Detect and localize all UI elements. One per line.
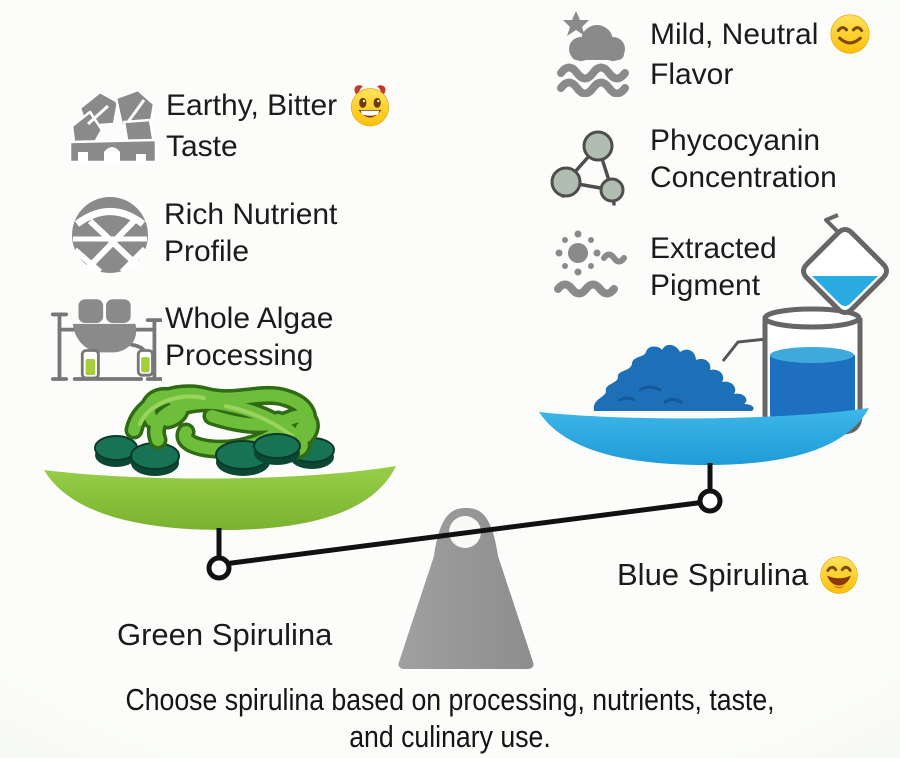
smiling-face-with-smiling-eyes-emoji bbox=[830, 14, 870, 54]
blue-spirulina-label-text: Blue Spirulina bbox=[617, 557, 809, 592]
feature-label-line1: Whole Algae bbox=[165, 302, 334, 335]
beaker-with-blue-liquid bbox=[762, 306, 863, 435]
feature-label-line2: Taste bbox=[166, 130, 238, 163]
caption-line1: Choose spirulina based on processing, nu… bbox=[125, 682, 775, 717]
blue-pan bbox=[539, 408, 869, 465]
feature-extracted-pigment: Extracted Pigment bbox=[552, 226, 777, 308]
feature-phycocyanin-concentration: Phycocyanin Concentration bbox=[550, 118, 837, 208]
green-spirulina-label: Green Spirulina bbox=[117, 617, 332, 653]
green-pan bbox=[44, 466, 396, 530]
feature-label-line1: Extracted bbox=[650, 232, 777, 265]
feature-label-line1: Earthy, Bitter bbox=[166, 88, 338, 122]
algae-processing-machine-icon bbox=[50, 292, 162, 390]
caption: Choose spirulina based on processing, nu… bbox=[63, 681, 837, 755]
tilted-beaker-icon bbox=[801, 213, 889, 315]
grinning-face-with-smiling-eyes-emoji bbox=[820, 556, 858, 594]
green-pan-pivot bbox=[206, 555, 232, 581]
feature-label-line1: Rich Nutrient bbox=[164, 198, 338, 231]
blue-pan-group bbox=[539, 306, 869, 514]
blue-spirulina-label: Blue Spirulina bbox=[617, 554, 860, 596]
blue-pan-pivot bbox=[697, 488, 723, 514]
beaker-leader-line bbox=[721, 337, 767, 362]
molecule-icon bbox=[550, 118, 640, 208]
green-spirulina-label-text: Green Spirulina bbox=[117, 617, 333, 652]
feature-whole-algae-processing: Whole Algae Processing bbox=[50, 292, 333, 390]
feature-label-line2: Pigment bbox=[650, 269, 761, 302]
feature-label-line2: Flavor bbox=[650, 58, 734, 91]
caption-line2: and culinary use. bbox=[349, 719, 551, 754]
rock-pile-icon bbox=[64, 80, 160, 168]
green-pan-group bbox=[44, 384, 396, 581]
feature-label-line2: Profile bbox=[164, 235, 250, 268]
powder-texture bbox=[618, 385, 683, 404]
blue-spirulina-powder bbox=[593, 344, 754, 411]
cloud-star-waves-icon bbox=[552, 8, 640, 98]
nutrient-sphere-icon bbox=[62, 192, 158, 278]
balance-beam bbox=[223, 499, 706, 567]
feature-rich-nutrient-profile: Rich Nutrient Profile bbox=[62, 192, 337, 278]
grinning-face-with-horns-emoji bbox=[351, 85, 390, 127]
feature-label-line1: Mild, Neutral bbox=[650, 17, 819, 51]
feature-earthy-bitter-taste: Earthy, Bitter Taste bbox=[64, 80, 393, 168]
green-tablets-front bbox=[215, 433, 301, 476]
feature-label-line2: Concentration bbox=[650, 161, 837, 194]
sun-waves-icon bbox=[552, 226, 640, 308]
feature-label-line1: Phycocyanin bbox=[650, 124, 821, 157]
feature-label-line2: Processing bbox=[165, 339, 314, 372]
feature-mild-neutral-flavor: Mild, Neutral Flavor bbox=[552, 8, 872, 98]
